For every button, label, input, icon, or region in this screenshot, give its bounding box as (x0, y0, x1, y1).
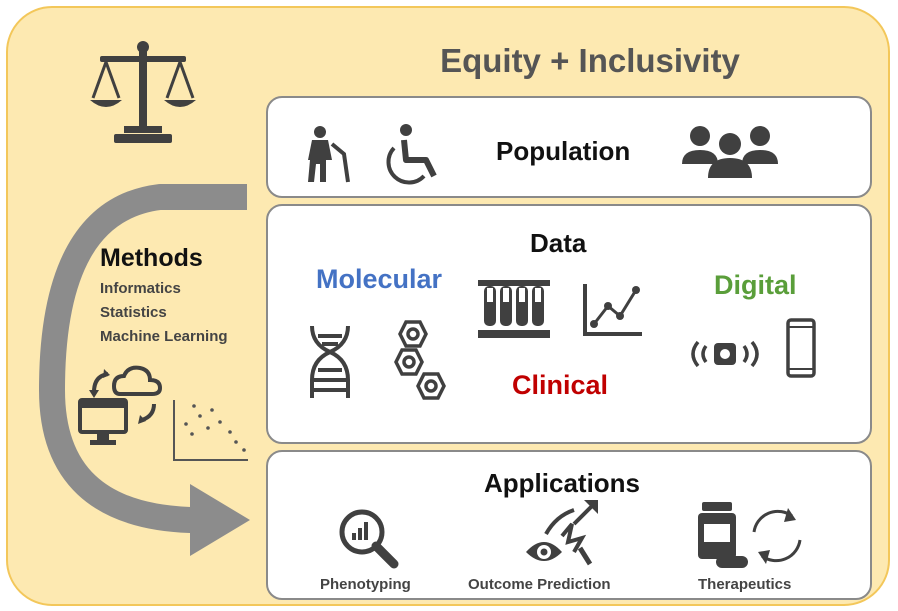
outcome-prediction-icon (526, 500, 598, 566)
data-panel: Data Molecular Clinical Digital (266, 204, 872, 444)
wheelchair-user-icon (386, 124, 437, 185)
line-chart-icon (583, 284, 642, 336)
clinical-label: Clinical (512, 370, 609, 400)
methods-heading: Methods (100, 244, 203, 272)
methods-item-statistics: Statistics (100, 304, 167, 321)
therapeutics-icon (698, 502, 802, 568)
wearable-sensor-icon (691, 340, 759, 368)
data-heading: Data (530, 228, 587, 258)
methods-item-informatics: Informatics (100, 280, 181, 297)
magnifier-chart-icon (339, 509, 399, 569)
title: Equity + Inclusivity (440, 42, 740, 79)
application-outcome-prediction: Outcome Prediction (468, 576, 611, 593)
population-label: Population (496, 136, 631, 166)
applications-panel: Applications Phenotyping Outcome Predict… (266, 450, 872, 600)
population-panel: Population (266, 96, 872, 198)
application-therapeutics: Therapeutics (698, 576, 792, 593)
smartphone-icon (786, 318, 816, 378)
molecule-icon (394, 320, 446, 400)
computer-cloud-sync-icon (78, 365, 163, 445)
scales-icon (90, 41, 196, 143)
molecular-label: Molecular (316, 264, 443, 294)
elderly-person-icon (308, 126, 350, 183)
dna-icon (310, 325, 350, 398)
test-tubes-icon (478, 280, 550, 338)
applications-heading: Applications (484, 468, 641, 498)
scatter-plot-icon (173, 400, 248, 461)
methods-item-machine-learning: Machine Learning (100, 328, 228, 345)
digital-label: Digital (714, 270, 797, 300)
group-of-people-icon (682, 126, 778, 178)
application-phenotyping: Phenotyping (320, 576, 411, 593)
